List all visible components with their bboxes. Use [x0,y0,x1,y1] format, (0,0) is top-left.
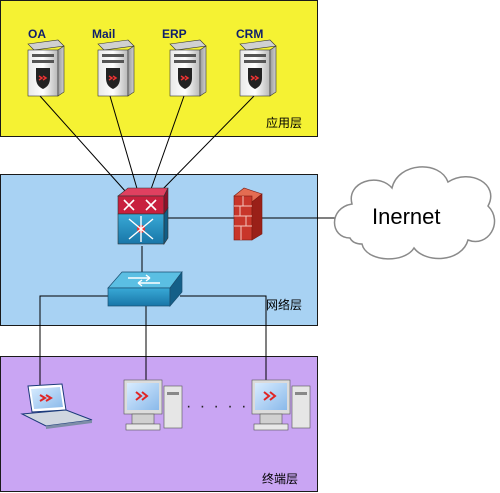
server-label-erp: ERP [162,27,187,41]
switch-icon [107,270,183,307]
terminal-layer-label: 终端层 [262,472,299,486]
server-oa [27,39,65,97]
server-label-mail: Mail [92,27,116,41]
link-erp-core [149,95,185,193]
firewall-icon [233,187,263,241]
network-layer-label: 网络层 [266,298,303,312]
link-access-desktop-2 [180,295,267,382]
server-crm [239,39,277,97]
desktop-icon [251,379,311,431]
link-oa-core [39,95,127,193]
laptop-icon [20,383,93,429]
internet-label: Inernet [372,204,441,229]
internet-cloud [333,166,496,260]
server-label-oa: OA [28,27,46,41]
server-erp [169,39,207,97]
link-access-laptop [39,295,110,388]
connection-lines [39,95,346,388]
layer3-switch-icon [117,187,169,245]
link-mail-core [109,95,139,193]
application-layer-label: 应用层 [266,116,303,130]
server-mail [97,39,135,97]
link-crm-core [159,95,255,193]
desktop-icon [123,379,183,431]
server-label-crm: CRM [236,27,264,41]
terminal-ellipsis: · · · · · [186,398,249,415]
